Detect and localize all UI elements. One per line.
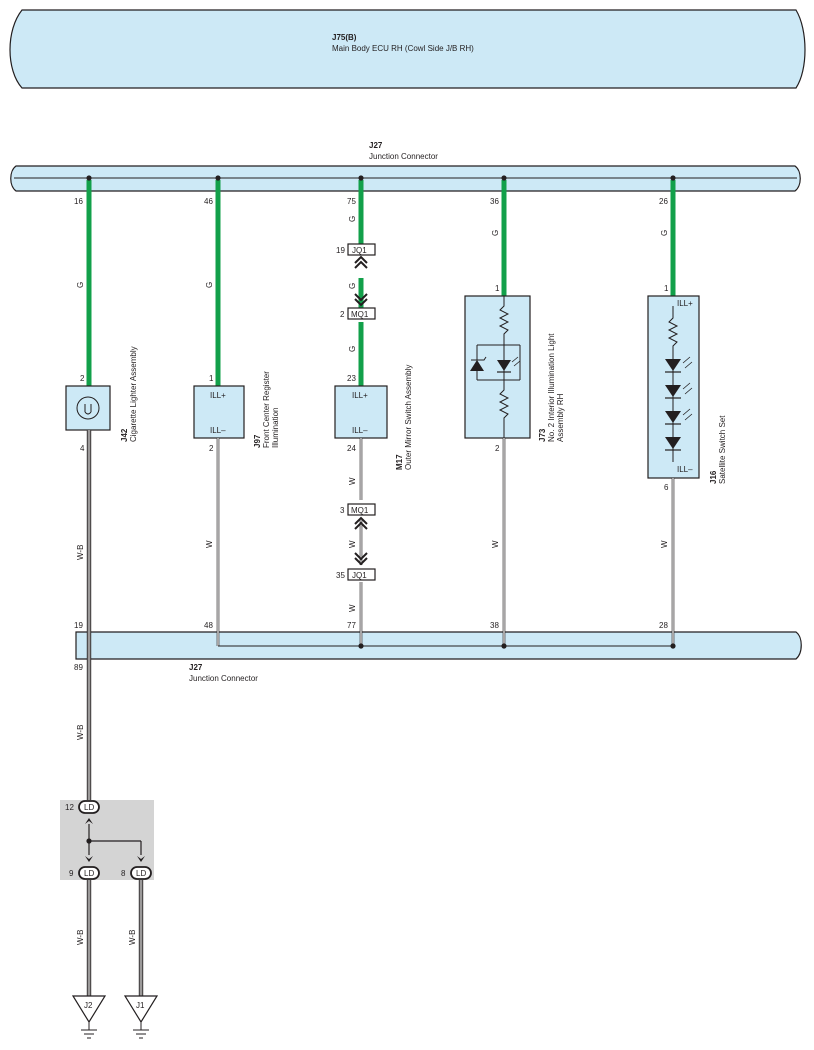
ground-wires [86, 880, 144, 996]
pin-16: 16 [74, 197, 83, 206]
conn-jq1-label: JQ1 [352, 571, 367, 580]
ill-plus-label: ILL+ [677, 299, 693, 308]
ld-label: LD [136, 869, 146, 878]
green-wires [86, 180, 676, 386]
wire-color-w: W [348, 604, 357, 612]
pin-j42-2: 2 [80, 374, 85, 383]
pin-9: 9 [69, 869, 74, 878]
pin-j97-1: 1 [209, 374, 214, 383]
pin-75: 75 [347, 197, 356, 206]
pin-26: 26 [659, 197, 668, 206]
ground-j1-label: J1 [136, 1001, 145, 1010]
top-splices [86, 175, 676, 181]
pin-j73-1: 1 [495, 284, 500, 293]
ill-plus-label: ILL+ [352, 391, 368, 400]
wire-color-wb: W-B [76, 725, 85, 740]
ill-plus-label: ILL+ [210, 391, 226, 400]
comp-j73-id: J73 [538, 428, 547, 442]
wire-color-g: G [348, 346, 357, 352]
ill-minus-label: ILL– [210, 426, 226, 435]
pin-m17-24: 24 [347, 444, 356, 453]
ill-minus-label: ILL– [352, 426, 368, 435]
wire-color-wb: W-B [76, 930, 85, 945]
comp-j16-id: J16 [709, 470, 718, 484]
comp-j73-name-2: Assembly RH [556, 393, 565, 442]
satellite-switch-set [647, 295, 700, 479]
conn-pin-19: 19 [336, 246, 345, 255]
comp-j97-name-2: Illumination [271, 408, 280, 448]
conn-jq1-label: JQ1 [352, 246, 367, 255]
wire-color-w: W [660, 540, 669, 548]
connector-jq1-top [347, 243, 376, 320]
ecu-box [9, 9, 806, 89]
ground-j2-label: J2 [84, 1001, 93, 1010]
junction-bottom-name: Junction Connector [189, 674, 258, 683]
ld-splice-block [60, 800, 154, 880]
ill-minus-label: ILL– [677, 465, 693, 474]
register-illumination [193, 385, 245, 439]
pin-12: 12 [65, 803, 74, 812]
pin-89: 89 [74, 663, 83, 672]
wire-color-wb: W-B [128, 930, 137, 945]
comp-m17-id: M17 [395, 454, 404, 470]
pin-38: 38 [490, 621, 499, 630]
conn-pin-3: 3 [340, 506, 345, 515]
comp-j16-name: Satellite Switch Set [718, 415, 727, 484]
white-wires [216, 438, 676, 649]
conn-pin-2: 2 [340, 310, 345, 319]
junction-top-id: J27 [369, 141, 383, 150]
pin-36: 36 [490, 197, 499, 206]
junction-top-name: Junction Connector [369, 152, 438, 161]
wire-color-w: W [348, 477, 357, 485]
wire-color-g: G [76, 282, 85, 288]
pin-j73-2: 2 [495, 444, 500, 453]
ground-icon [123, 995, 159, 1039]
wire-color-w: W [205, 540, 214, 548]
pin-j97-2: 2 [209, 444, 214, 453]
pin-j16-1: 1 [664, 284, 669, 293]
comp-m17-name: Outer Mirror Switch Assembly [404, 365, 413, 470]
ld-label: LD [84, 803, 94, 812]
ecu-id: J75(B) [332, 33, 357, 42]
pin-48: 48 [204, 621, 213, 630]
pin-j16-6: 6 [664, 483, 669, 492]
conn-pin-35: 35 [336, 571, 345, 580]
junction-top-bar [10, 165, 801, 192]
wire-color-g: G [660, 230, 669, 236]
ground-icon [71, 995, 107, 1039]
pin-8: 8 [121, 869, 126, 878]
comp-j73-name-1: No. 2 Interior Illumination Light [547, 333, 556, 442]
wire-color-g: G [205, 282, 214, 288]
wire-color-g: G [348, 216, 357, 222]
pin-28: 28 [659, 621, 668, 630]
interior-illumination-light [464, 295, 531, 439]
conn-mq1-label: MQ1 [351, 310, 369, 319]
wire-color-wb: W-B [76, 545, 85, 560]
conn-mq1-label: MQ1 [351, 506, 369, 515]
comp-j97-id: J97 [253, 434, 262, 448]
ecu-name: Main Body ECU RH (Cowl Side J/B RH) [332, 44, 474, 53]
wire-color-w: W [348, 540, 357, 548]
pin-46: 46 [204, 197, 213, 206]
pin-m17-23: 23 [347, 374, 356, 383]
wire-color-g: G [491, 230, 500, 236]
pin-j42-4: 4 [80, 444, 85, 453]
wire-color-g: G [348, 283, 357, 289]
pin-19: 19 [74, 621, 83, 630]
connector-mq1-bottom [347, 503, 376, 581]
ld-label: LD [84, 869, 94, 878]
junction-bottom-id: J27 [189, 663, 203, 672]
comp-j42-id: J42 [120, 428, 129, 442]
cigarette-lighter [65, 385, 111, 431]
comp-j97-name-1: Front Center Register [262, 371, 271, 448]
pin-77: 77 [347, 621, 356, 630]
wire-color-w: W [491, 540, 500, 548]
comp-j42-name: Cigarette Lighter Assembly [129, 346, 138, 442]
